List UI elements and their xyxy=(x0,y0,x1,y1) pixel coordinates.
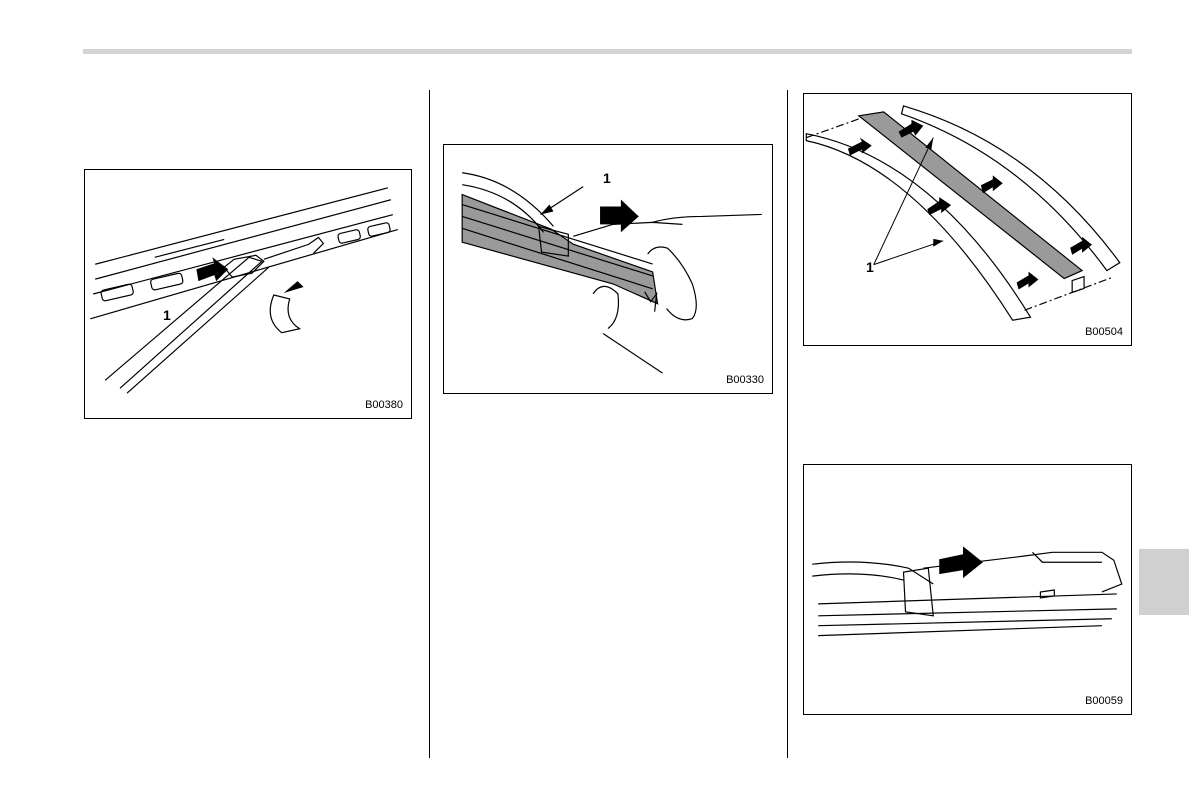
figure-blade-slide-out: B00059 xyxy=(803,464,1132,715)
figure-code: B00059 xyxy=(1085,695,1123,707)
rubber-insertion-illustration xyxy=(804,94,1131,345)
blade-slide-out-illustration xyxy=(804,465,1131,714)
header-rule xyxy=(83,49,1132,54)
figure-rubber-insertion: 1 B00504 xyxy=(803,93,1132,346)
figure-code: B00330 xyxy=(726,374,764,386)
section-tab xyxy=(1139,549,1189,615)
figure-code: B00504 xyxy=(1085,326,1123,338)
figure-callout: 1 xyxy=(866,259,874,275)
figure-wiper-blade-removal: 1 B00380 xyxy=(84,169,412,419)
figure-callout: 1 xyxy=(603,170,611,186)
figure-code: B00380 xyxy=(365,399,403,411)
column-divider-left xyxy=(429,90,430,758)
wiper-blade-removal-illustration xyxy=(85,170,411,418)
column-divider-right xyxy=(787,90,788,758)
figure-blade-rubber-pull: 1 B00330 xyxy=(443,144,773,394)
figure-callout: 1 xyxy=(163,307,171,323)
